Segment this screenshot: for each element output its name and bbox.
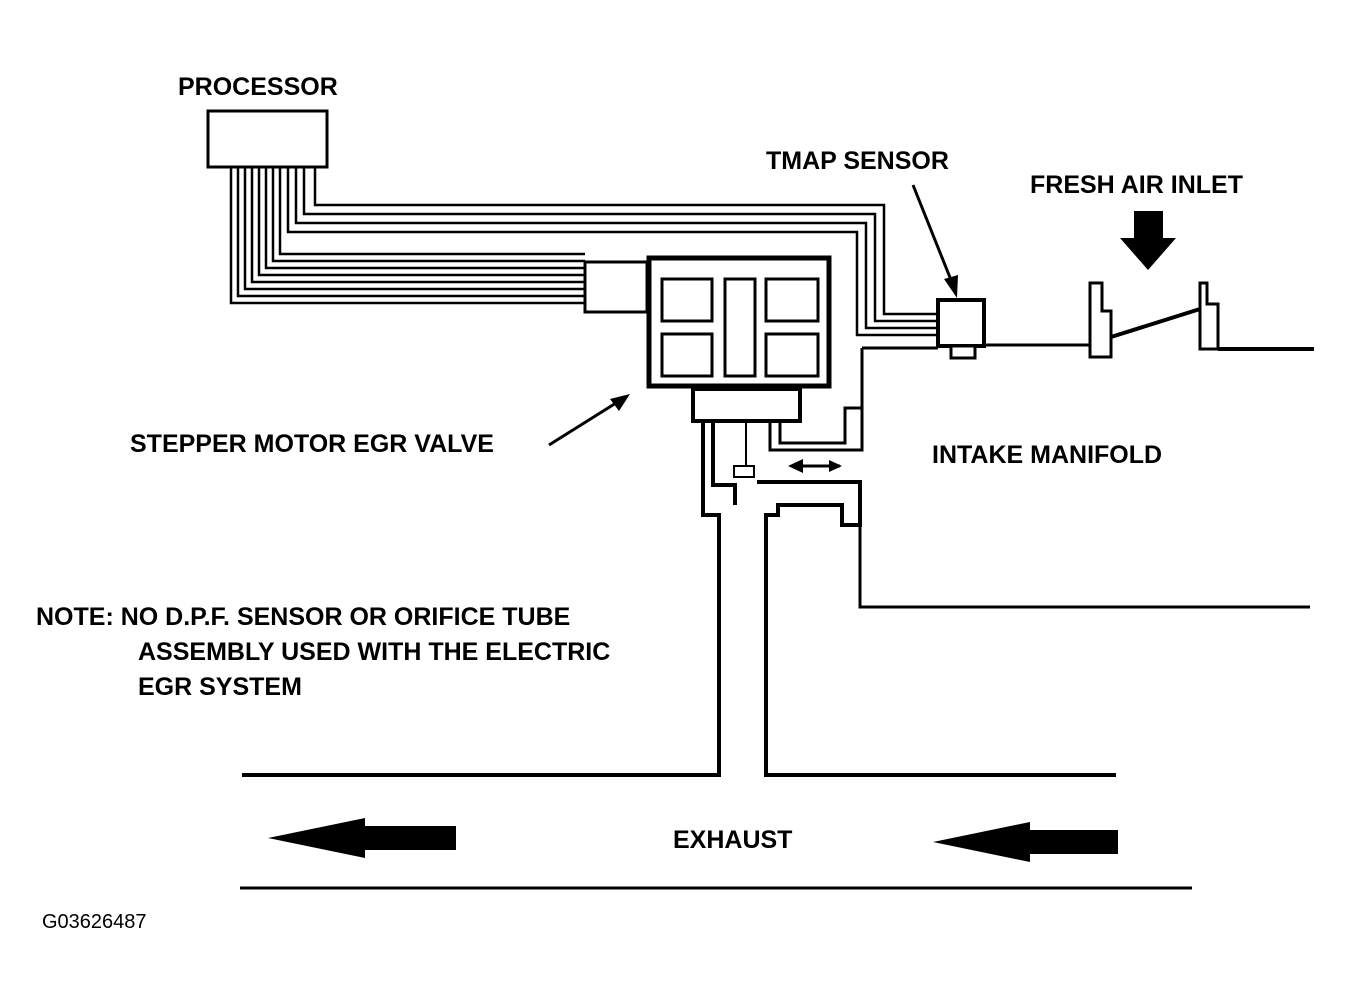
processor-label: PROCESSOR [178,73,338,101]
intake-manifold-label: INTAKE MANIFOLD [932,441,1162,469]
tmap-leader-arrow [911,184,958,298]
throttle-body [1088,281,1220,359]
processor-box [206,109,329,169]
note-line-2: ASSEMBLY USED WITH THE ELECTRIC [138,638,610,666]
note-line-3: EGR SYSTEM [138,673,302,701]
exhaust-flow-arrow-right [933,822,1118,862]
tmap-sensor [936,298,986,360]
stepper-motor-egr-valve [646,255,832,478]
egr-valve-leader-arrow [548,394,630,447]
exhaust-flow-arrow-left [268,818,456,858]
figure-code: G03626487 [42,911,147,933]
egr-exhaust-passage [242,421,1116,777]
egr-intake-passage [768,346,1310,609]
note-line-1: NOTE: NO D.P.F. SENSOR OR ORIFICE TUBE [36,603,570,631]
tmap-sensor-label: TMAP SENSOR [766,147,949,175]
processor-tmap-wire-harness [286,167,938,337]
egr-flow-arrow [788,459,842,473]
exhaust-label: EXHAUST [673,826,792,854]
egr-connector [583,260,649,314]
processor-egr-wire-harness [229,167,585,305]
fresh-air-arrow [1120,211,1176,270]
stepper-motor-egr-valve-label: STEPPER MOTOR EGR VALVE [130,430,494,458]
fresh-air-inlet-label: FRESH AIR INLET [1030,171,1243,199]
